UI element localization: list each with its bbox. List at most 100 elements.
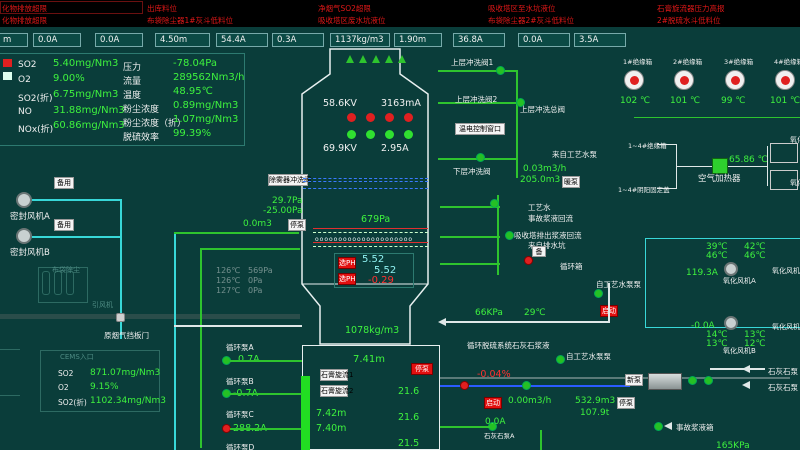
slurry-pit-valve-icon[interactable] — [524, 256, 533, 265]
alarm-item[interactable]: 化物排放超限 — [2, 4, 47, 13]
process-valve-icon[interactable] — [505, 231, 514, 240]
flush-pipe — [516, 70, 518, 178]
limestone-valve-icon[interactable] — [522, 381, 531, 390]
flush-valve-icon[interactable] — [496, 66, 505, 75]
hopper-icon[interactable] — [674, 70, 694, 90]
flush-control-button[interactable]: 温电控制窗口 — [455, 123, 505, 135]
seal-fan-b-icon[interactable] — [16, 228, 32, 244]
demister-flush-button[interactable]: 除雾器冲洗阀 — [268, 174, 311, 186]
bottom-pump-current: 0.0A — [485, 417, 506, 427]
divider — [0, 349, 20, 350]
standby-button[interactable]: 备 — [532, 246, 546, 257]
limestone-volume: 532.9m3 — [575, 396, 616, 406]
oxifan-a-icon[interactable] — [724, 262, 738, 276]
damper-icon[interactable] — [116, 313, 125, 322]
alarm-item[interactable]: 布袋除尘器1#灰斗低料位 — [147, 16, 234, 25]
alarm-item[interactable]: 石膏旋流器压力高报 — [657, 4, 725, 13]
emission-label: 温度 — [123, 91, 142, 101]
oxidation-button-2[interactable]: 石膏旋流2 — [320, 385, 354, 397]
return-pipe — [440, 377, 790, 379]
process-valve-icon[interactable] — [490, 199, 499, 208]
limestone-pipe — [440, 385, 630, 387]
air-heater-icon[interactable] — [712, 158, 728, 174]
process-label: 吸收塔排出浆液回流 — [514, 231, 582, 240]
oxifan-temp: 13℃ — [744, 330, 766, 340]
seal-fan-b-standby-button[interactable]: 备用 — [54, 219, 74, 231]
flush-pump-button[interactable]: 暖泵 — [562, 176, 580, 188]
oxidation-air-pipe — [645, 238, 800, 239]
pump-b-label: 循环泵B — [226, 377, 254, 386]
exhaust-arrow-icon — [372, 55, 380, 63]
seal-fan-a-standby-button[interactable]: 备用 — [54, 177, 74, 189]
seal-air-pipe — [32, 236, 122, 238]
limestone-valve-icon[interactable] — [556, 355, 565, 364]
alarm-item[interactable]: 2#脱硫水斗低料位 — [657, 16, 721, 25]
process-valve-icon[interactable] — [594, 289, 603, 298]
slurry-pipe — [174, 232, 176, 450]
limestone-pump-label: 石灰石泵 — [768, 367, 798, 376]
ph-select-button[interactable]: 选PH — [338, 257, 356, 269]
esp-voltage-2: 69.9KV — [323, 143, 357, 154]
hopper-temp: 99 ℃ — [721, 96, 746, 106]
pump-stop-button[interactable]: 停泵 — [411, 363, 433, 375]
accident-valve-icon[interactable] — [654, 422, 663, 431]
oxifan-temp: 46℃ — [706, 251, 728, 261]
hopper-icon[interactable] — [624, 70, 644, 90]
alarm-item[interactable]: 出库料位 — [147, 4, 177, 13]
status-indicator — [3, 72, 12, 80]
top-value: 0.3A — [272, 33, 324, 47]
accident-pit-label: 事故浆液箱 — [676, 423, 714, 432]
flue-duct — [0, 314, 300, 319]
limestone-start-button[interactable]: 启动 — [484, 397, 502, 409]
damper-label: 原烟气挡板门 — [104, 331, 149, 340]
limestone-valve-icon[interactable] — [704, 376, 713, 385]
ph-select-button[interactable]: 选PH — [338, 273, 356, 285]
flush-flow: 0.03m3/h — [523, 164, 567, 174]
side-label: 氧化 — [790, 136, 800, 144]
level-value: 0.0m3 — [243, 219, 272, 229]
heater-pipe — [728, 166, 768, 167]
hopper-pipe — [634, 117, 800, 118]
hopper-icon[interactable] — [725, 70, 745, 90]
exhaust-arrow-icon — [385, 55, 393, 63]
limestone-label: 循环脱硫系统石灰石浆液 — [467, 341, 550, 350]
limestone-stop-button[interactable]: 停泵 — [617, 397, 635, 409]
seal-fan-a-icon[interactable] — [16, 192, 32, 208]
emission-value: -78.04Pa — [173, 58, 217, 69]
hopper-icon[interactable] — [775, 70, 795, 90]
alarm-item[interactable]: 净烟气SO2超限 — [318, 4, 371, 13]
limestone-new-pump-button[interactable]: 新泵 — [625, 374, 643, 386]
alarm-item[interactable]: 吸收塔区至水坑液位 — [488, 4, 556, 13]
process-pipe — [440, 236, 500, 238]
top-value: 0.0A — [95, 33, 143, 47]
flush-valve-icon[interactable] — [516, 98, 525, 107]
pump-a-label: 循环泵A — [226, 343, 254, 352]
cems-value: 1102.34mg/Nm3 — [90, 396, 166, 406]
oxidation-button-1[interactable]: 石膏旋流1 — [320, 369, 354, 381]
tank-level: 7.41m — [353, 354, 386, 365]
limestone-valve-icon[interactable] — [460, 381, 469, 390]
top-value: 54.4A — [216, 33, 268, 47]
heater-pipe — [767, 146, 768, 186]
limestone-pump-label: 石灰石泵 — [768, 383, 798, 392]
alarm-item[interactable]: 吸收塔区废水坑液位 — [318, 16, 386, 25]
emission-value: 9.00% — [53, 73, 85, 84]
alarm-item[interactable]: 布袋除尘器2#灰斗低料位 — [488, 16, 575, 25]
exhaust-arrow-icon — [346, 55, 354, 63]
limestone-valve-icon[interactable] — [688, 376, 697, 385]
cems-panel — [40, 350, 160, 412]
tank-level-b: 7.40m — [316, 423, 347, 434]
emission-label: SO2(折) — [18, 94, 53, 104]
side-label: 氧化 — [790, 179, 800, 187]
pump-stop-button[interactable]: 停泵 — [288, 219, 306, 231]
oxifan-b-icon[interactable] — [724, 316, 738, 330]
alarm-item[interactable]: 化物排放超限 — [2, 16, 47, 25]
absorber-tower-icon — [301, 48, 429, 345]
limestone-from-label: 自工艺水泵泵 — [566, 352, 611, 361]
flush-valve-icon[interactable] — [476, 153, 485, 162]
heater-pipe — [657, 144, 677, 145]
flue-temp: 126℃ — [216, 276, 241, 285]
top-value: 0.0A — [33, 33, 81, 47]
emission-value: 289562Nm3/h — [173, 72, 245, 83]
emission-label: 脱硫效率 — [123, 133, 160, 143]
